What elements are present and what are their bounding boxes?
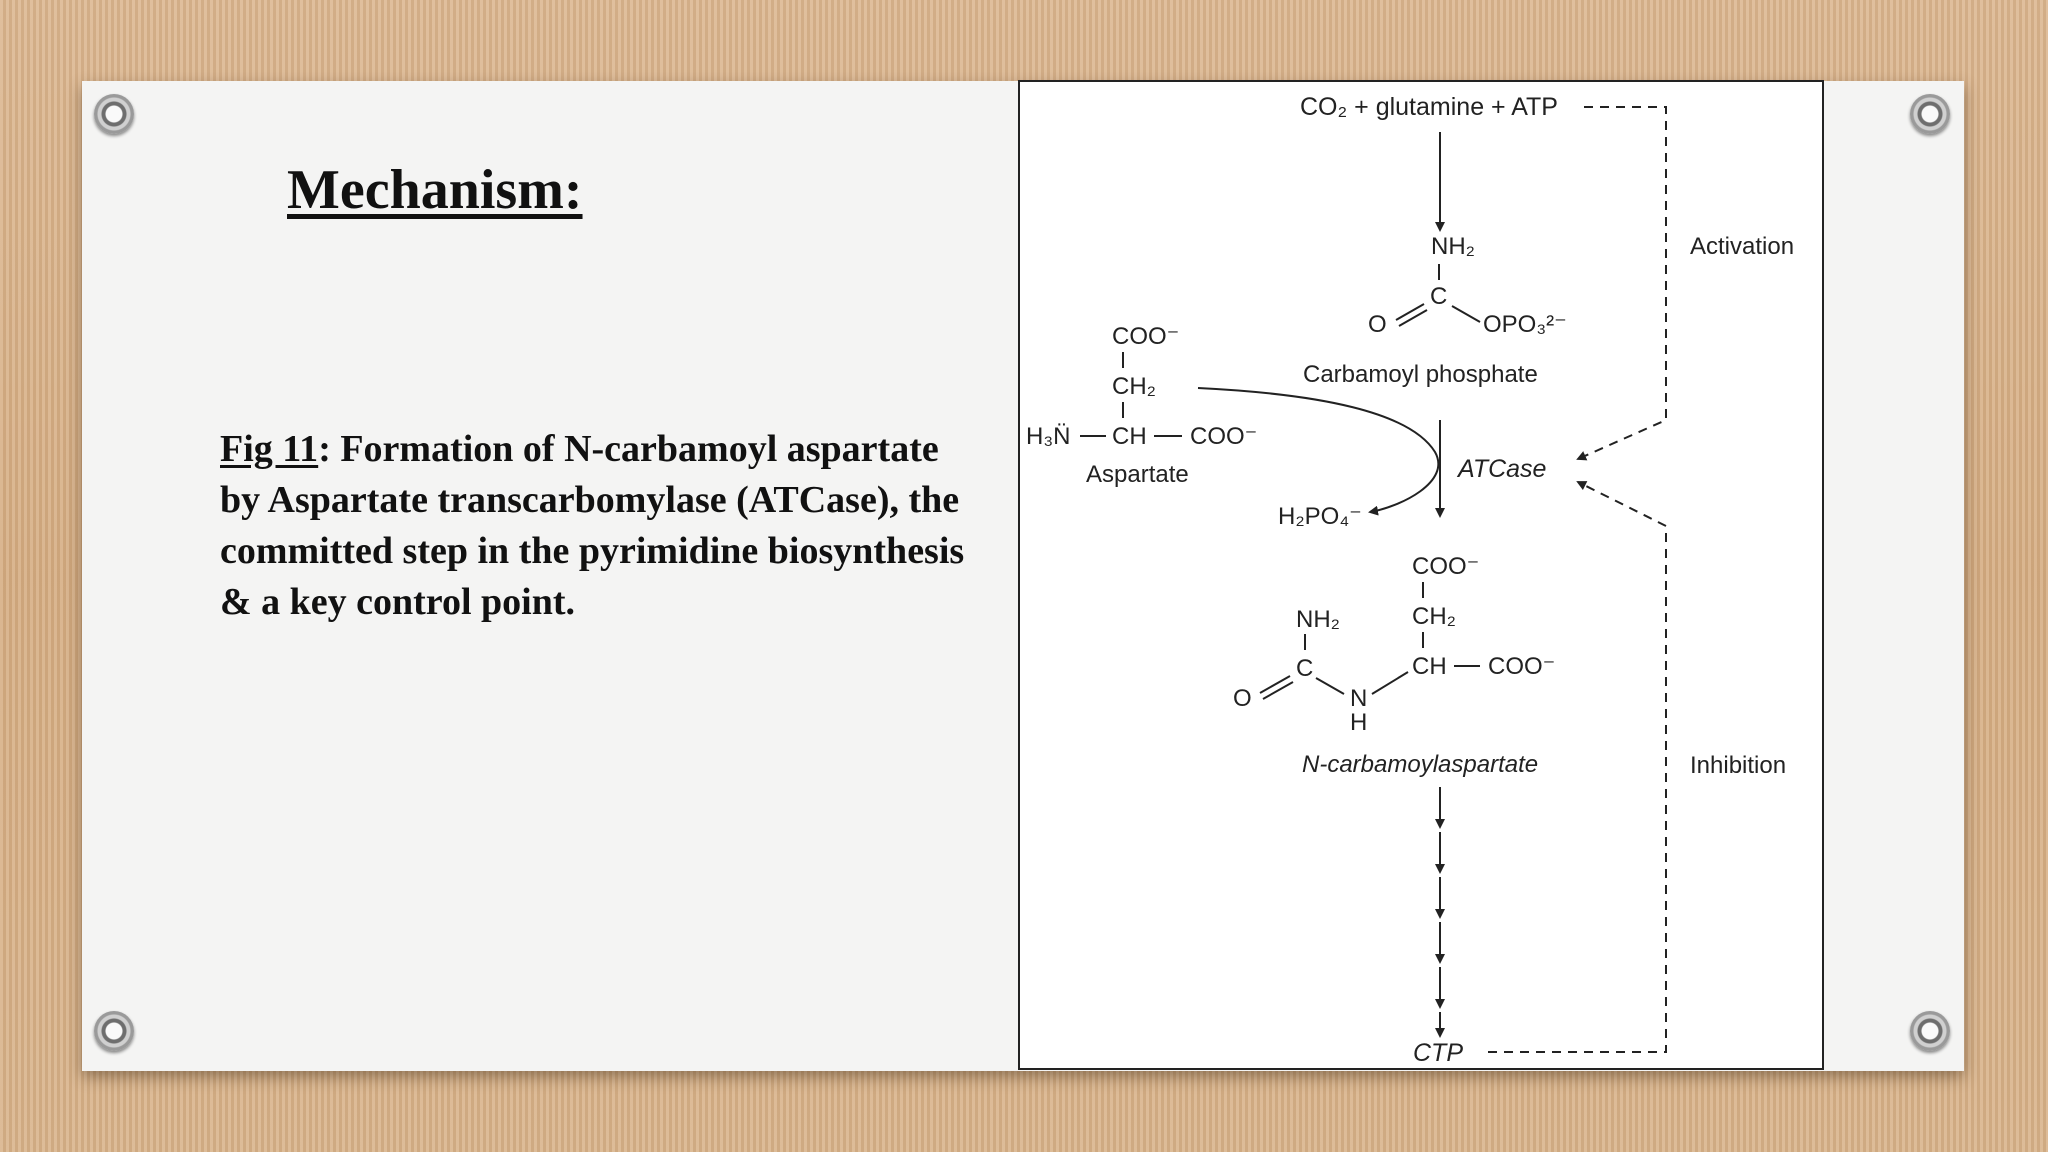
ctp-label: CTP	[1413, 1039, 1463, 1067]
asp-h3n: H₃N̈	[1026, 423, 1070, 450]
prod-bond-6	[1371, 671, 1409, 695]
prod-coo-top: COO⁻	[1412, 553, 1479, 580]
grommet-icon	[94, 1011, 134, 1051]
cp-double-bond-a	[1395, 303, 1425, 321]
curved-reaction-arrow	[1197, 387, 1440, 516]
pathway-svg: CO₂ + glutamine + ATP NH₂ C O OPO₃²⁻ Car…	[1026, 93, 1794, 1067]
cp-opo3: OPO₃²⁻	[1483, 311, 1567, 338]
prod-double-bond-a	[1259, 675, 1291, 694]
caption-label: Fig 11	[220, 428, 319, 470]
asp-ch2: CH₂	[1112, 373, 1156, 400]
top-reactants-label: CO₂ + glutamine + ATP	[1300, 93, 1558, 121]
inhibition-label: Inhibition	[1690, 752, 1786, 779]
cp-c: C	[1430, 283, 1447, 310]
asp-ch: CH	[1112, 423, 1147, 450]
figure-caption: Fig 11: Formation of N-carbamoyl asparta…	[220, 424, 980, 628]
inhibition-feedback-line	[1488, 481, 1667, 1053]
caption-text: : Formation of N-carbamoyl aspartate by …	[220, 428, 965, 623]
prod-bond-5	[1315, 677, 1345, 695]
activation-feedback-line	[1576, 106, 1667, 461]
prod-coo-right: COO⁻	[1488, 653, 1555, 680]
activation-label: Activation	[1690, 233, 1794, 260]
pathway-diagram: CO₂ + glutamine + ATP NH₂ C O OPO₃²⁻ Car…	[1018, 80, 1824, 1070]
prod-h: H	[1350, 709, 1367, 736]
grommet-icon	[94, 94, 134, 134]
prod-ch2: CH₂	[1412, 603, 1456, 630]
prod-n: N	[1350, 685, 1367, 712]
cp-bond-opo3	[1451, 305, 1481, 323]
n-carbamoylaspartate-label: N-carbamoylaspartate	[1302, 751, 1538, 778]
grommet-icon	[1910, 1011, 1950, 1051]
prod-double-bond-b	[1262, 681, 1294, 700]
slide-title: Mechanism:	[287, 159, 583, 221]
asp-coo-right: COO⁻	[1190, 423, 1257, 450]
aspartate-label: Aspartate	[1086, 461, 1189, 488]
byproduct-label: H₂PO₄⁻	[1278, 503, 1362, 530]
grommet-icon	[1910, 94, 1950, 134]
cp-nh2: NH₂	[1431, 233, 1475, 260]
cp-double-bond-b	[1398, 309, 1428, 327]
prod-nh2: NH₂	[1296, 606, 1340, 633]
prod-c: C	[1296, 655, 1313, 682]
prod-o: O	[1233, 685, 1252, 712]
asp-coo-top: COO⁻	[1112, 323, 1179, 350]
carbamoyl-phosphate-label: Carbamoyl phosphate	[1303, 361, 1538, 388]
prod-ch: CH	[1412, 653, 1447, 680]
enzyme-label: ATCase	[1456, 455, 1546, 483]
cp-o: O	[1368, 311, 1387, 338]
